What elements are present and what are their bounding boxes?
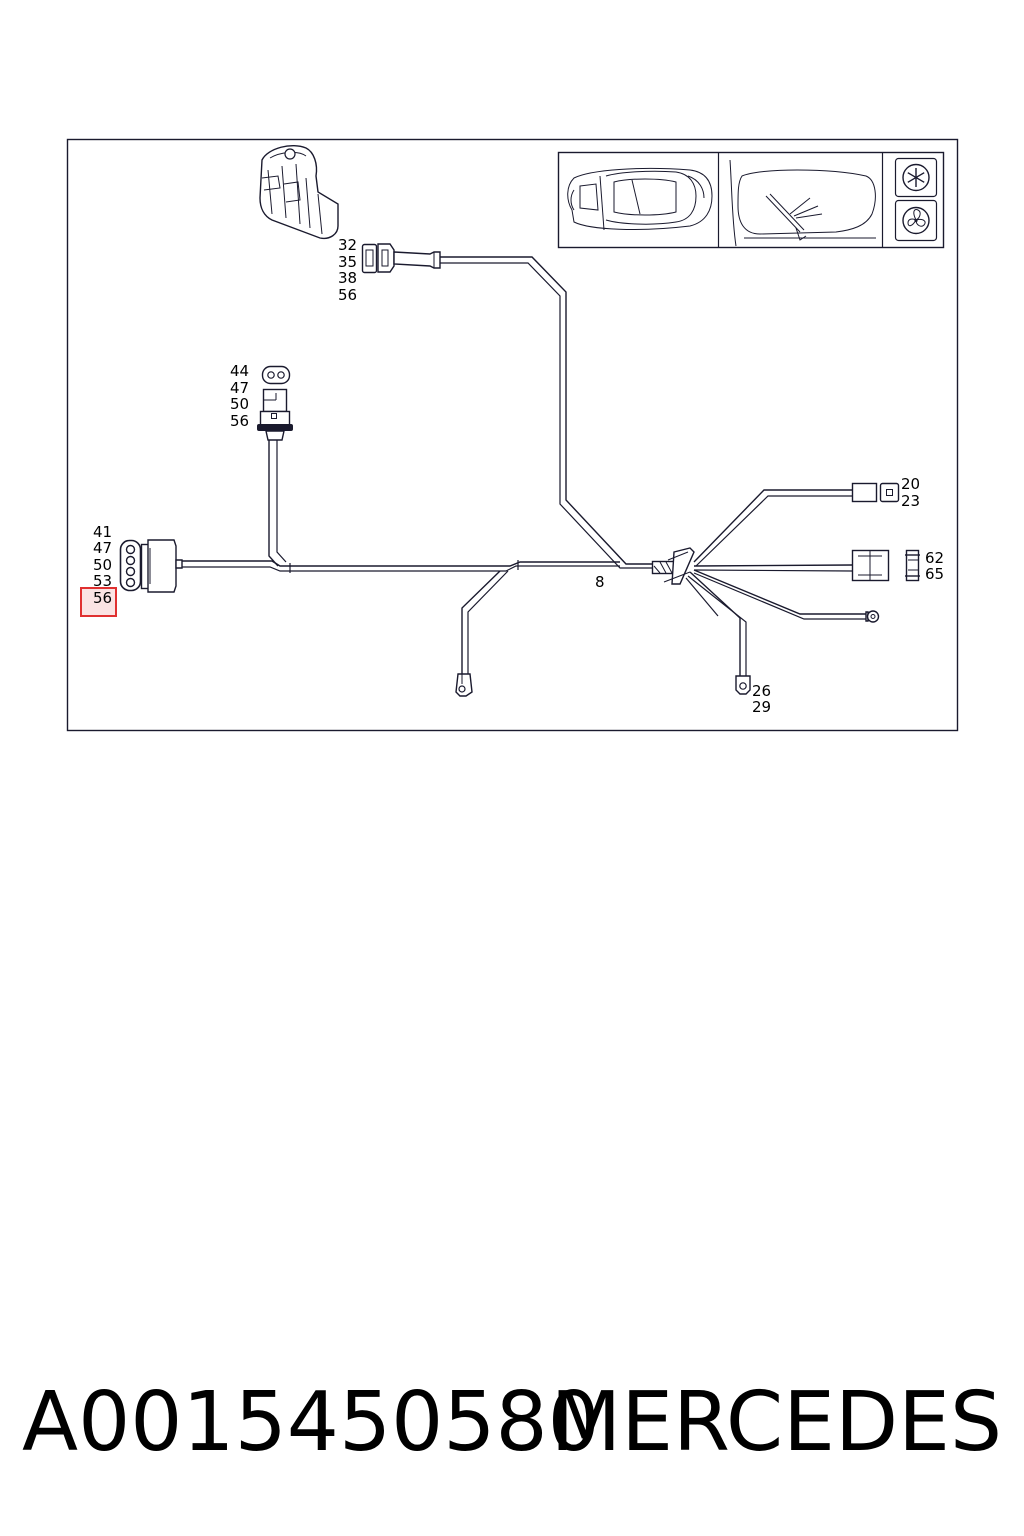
brand-name: MERCEDES (550, 1375, 1002, 1470)
label-right-top-2: 23 (901, 492, 920, 510)
wiring-harness-diagram: 32 35 38 56 44 47 50 56 41 47 50 53 56 8… (66, 138, 959, 732)
ring-terminal (865, 610, 880, 623)
label-left-connector-4: 53 (93, 572, 112, 590)
snowflake-icon (894, 157, 938, 198)
label-left-connector-3: 50 (93, 556, 112, 574)
mid-connector (257, 365, 293, 441)
label-group-mid-connector: 44 47 50 56 (230, 362, 249, 430)
label-left-connector-highlighted: 56 (93, 589, 112, 607)
mounting-bracket-component (259, 144, 339, 240)
label-left-connector-2: 47 (93, 539, 112, 557)
label-right-top-1: 20 (901, 475, 920, 493)
label-mid-connector-4: 56 (230, 412, 249, 430)
windshield-washer-icon (729, 159, 876, 247)
label-top-connector-1: 32 (338, 236, 357, 254)
label-mid-connector-2: 47 (230, 379, 249, 397)
highlight-box (80, 587, 117, 617)
label-mid-connector-1: 44 (230, 362, 249, 380)
fan-icon (894, 199, 938, 242)
wire-harness (182, 256, 866, 697)
label-top-connector-3: 38 (338, 269, 357, 287)
label-group-bottom-right: 26 29 (752, 682, 771, 716)
label-group-top-connector: 32 35 38 56 (338, 236, 357, 304)
label-right-mid-2: 65 (925, 565, 944, 583)
label-group-right-mid: 62 65 (925, 549, 944, 583)
car-top-view-icon (567, 167, 713, 231)
label-bottom-right-2: 29 (752, 698, 771, 716)
label-group-left-connector: 41 47 50 53 56 (93, 523, 112, 607)
bottom-right-terminal (735, 675, 751, 695)
label-top-connector-4: 56 (338, 286, 357, 304)
part-number: A0015450580 (22, 1375, 600, 1470)
right-mid-connector (851, 549, 920, 582)
diagram-frame (66, 138, 959, 732)
label-right-mid-1: 62 (925, 549, 944, 567)
label-top-connector-2: 35 (338, 253, 357, 271)
inset-panel (557, 151, 945, 249)
top-connector (361, 243, 441, 274)
left-connector (119, 539, 183, 593)
label-trunk: 8 (595, 573, 605, 591)
label-group-right-top: 20 23 (901, 475, 920, 510)
right-top-connector (851, 482, 900, 503)
label-bottom-right-1: 26 (752, 682, 771, 700)
label-left-connector-1: 41 (93, 523, 112, 541)
label-mid-connector-3: 50 (230, 395, 249, 413)
